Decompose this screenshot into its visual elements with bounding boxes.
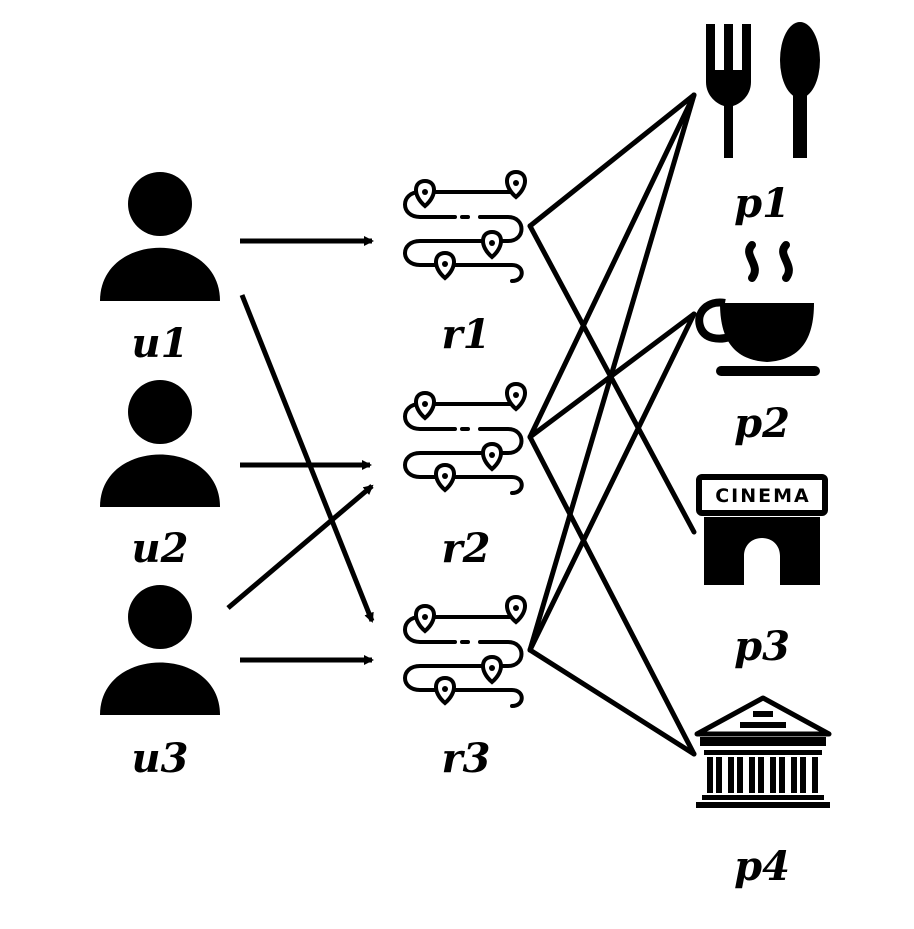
route-label: r2 — [442, 525, 491, 572]
cinema-icon: CINEMA — [696, 474, 828, 585]
poi-label: p3 — [734, 623, 790, 670]
poi-p4: p4 — [694, 695, 832, 890]
user-u1: u1 — [100, 172, 220, 367]
route-map-icon — [403, 169, 527, 283]
edge-r3-p2 — [527, 311, 697, 653]
route-map-icon — [403, 594, 527, 708]
coffee-cup-icon — [695, 241, 820, 376]
fork-spoon-icon — [706, 22, 820, 158]
edge-r1-p1 — [527, 92, 697, 229]
poi-p2: p2 — [695, 241, 820, 447]
person-icon — [100, 585, 220, 715]
edge-r2-p4 — [527, 434, 697, 757]
pois: p1 p2 CINEMA p3 — [694, 22, 832, 890]
poi-p1: p1 — [706, 22, 820, 227]
person-icon — [100, 380, 220, 507]
poi-label: p4 — [734, 843, 790, 890]
edge-u1-r3 — [239, 294, 375, 623]
routes: r1 — [403, 169, 527, 782]
edge-r3-p4 — [527, 647, 697, 757]
route-label: r1 — [442, 311, 491, 358]
user-u2: u2 — [100, 380, 220, 572]
cinema-sign-text: CINEMA — [715, 485, 811, 507]
route-r2: r2 — [403, 381, 527, 572]
poi-label: p2 — [734, 400, 790, 447]
poi-label: p1 — [734, 180, 790, 227]
route-map-icon — [403, 381, 527, 495]
poi-p3: CINEMA p3 — [696, 474, 828, 670]
user-label: u2 — [132, 525, 189, 572]
edge-r2-p1 — [527, 92, 697, 440]
user-label: u3 — [132, 735, 189, 782]
person-icon — [100, 172, 220, 301]
route-poi-edges — [527, 92, 697, 757]
route-r1: r1 — [403, 169, 527, 358]
user-u3: u3 — [100, 585, 220, 782]
user-label: u1 — [132, 320, 189, 367]
museum-icon — [694, 695, 832, 808]
route-r3: r3 — [403, 594, 527, 782]
route-label: r3 — [442, 735, 491, 782]
edge-r3-p1 — [527, 92, 697, 653]
edge-u3-r2 — [226, 484, 374, 610]
users: u1 u2 u3 — [100, 172, 220, 782]
user-route-edges — [226, 236, 375, 665]
